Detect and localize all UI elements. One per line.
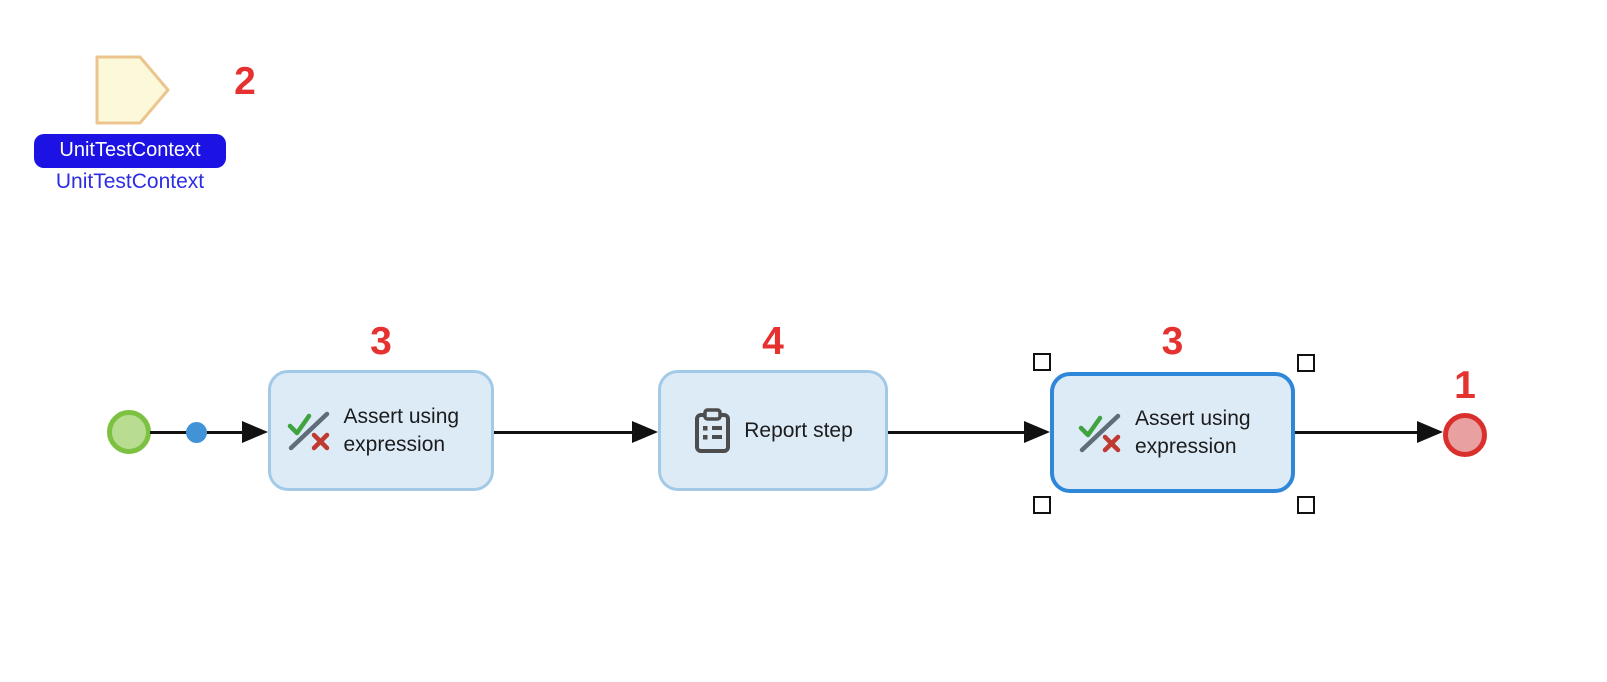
start-event-circle[interactable] — [107, 410, 151, 454]
connector-assert1-to-report[interactable] — [494, 431, 634, 434]
assert-expression-icon — [287, 411, 329, 450]
step3-count-badge: 3 — [1161, 320, 1184, 363]
context-count-badge: 2 — [234, 60, 256, 103]
assert-expression-icon — [1078, 413, 1121, 452]
connector-report-to-assert2[interactable] — [888, 431, 1026, 434]
step-report[interactable]: Report step — [658, 370, 888, 491]
connector-assert2-to-end[interactable] — [1295, 431, 1419, 434]
end-event-circle[interactable] — [1443, 413, 1487, 457]
step-assert-1[interactable]: Assert using expression — [268, 370, 494, 491]
arrowhead-icon — [1024, 421, 1050, 443]
selection-handle-top-left[interactable] — [1033, 353, 1051, 371]
context-label-selected[interactable]: UnitTestContext — [34, 134, 226, 168]
step-label: Assert using expression — [343, 405, 460, 456]
step1-count-badge: 3 — [370, 320, 392, 363]
context-sublabel: UnitTestContext — [55, 170, 205, 193]
arrowhead-icon — [242, 421, 268, 443]
report-clipboard-icon — [695, 407, 731, 453]
step-label: Report step — [744, 418, 853, 442]
connector-waypoint-dot[interactable] — [186, 422, 207, 443]
pentagon-right-icon[interactable] — [95, 55, 171, 125]
selection-handle-bottom-left[interactable] — [1033, 496, 1051, 514]
step-label: Assert using expression — [1135, 407, 1251, 458]
step2-count-badge: 4 — [762, 320, 784, 363]
end-count-badge: 1 — [1454, 364, 1476, 407]
arrowhead-icon — [632, 421, 658, 443]
step-assert-2-selected[interactable]: Assert using expression — [1050, 372, 1295, 493]
selection-handle-bottom-right[interactable] — [1297, 496, 1315, 514]
selection-handle-top-right[interactable] — [1297, 354, 1315, 372]
arrowhead-icon — [1417, 421, 1443, 443]
